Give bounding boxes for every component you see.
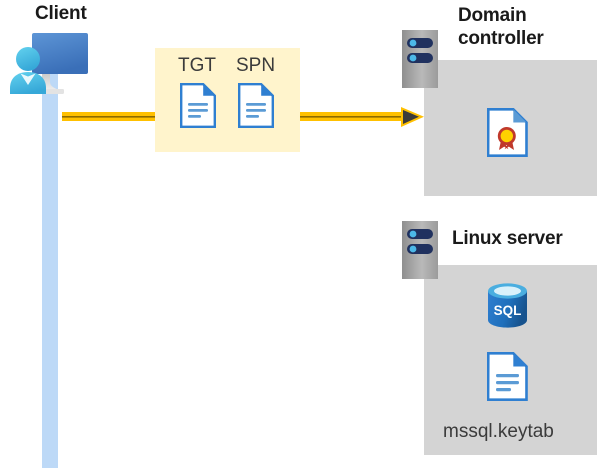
sql-icon-text: SQL xyxy=(494,303,522,318)
client-user-monitor-icon xyxy=(6,27,90,99)
domain-controller-server-rack-icon xyxy=(402,30,438,88)
spn-label: SPN xyxy=(236,55,276,76)
domain-controller-label: Domain controller xyxy=(458,5,544,49)
linux-server-rack-icon xyxy=(402,221,438,279)
client-lifeline xyxy=(42,70,58,468)
certificate-document-icon xyxy=(486,108,528,157)
tgt-spn-message-box xyxy=(155,48,300,152)
tgt-label: TGT xyxy=(178,55,216,76)
sql-database-icon: SQL xyxy=(486,282,529,329)
keytab-filename-label: mssql.keytab xyxy=(443,421,554,442)
keytab-document-icon xyxy=(486,352,528,401)
tgt-document-icon xyxy=(180,83,216,128)
linux-server-label: Linux server xyxy=(452,228,563,249)
client-label: Client xyxy=(35,3,87,24)
spn-document-icon xyxy=(238,83,274,128)
